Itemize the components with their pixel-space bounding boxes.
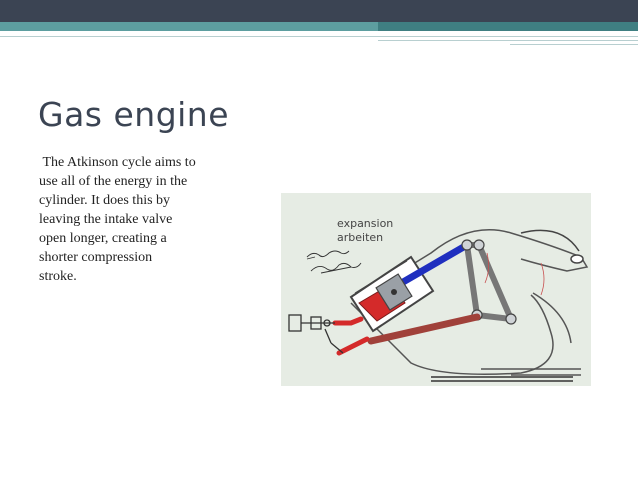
blue-rod: [387, 241, 471, 293]
crosshead-block: [375, 273, 413, 311]
valve-lever: [332, 316, 370, 356]
engine-base: [431, 376, 573, 382]
atkinson-engine-diagram: expansion arbeiten: [281, 193, 591, 386]
slide-title: Gas engine: [38, 95, 230, 134]
header-divider-line: [0, 36, 638, 37]
flame-marks: [484, 252, 545, 296]
slide-body-text: The Atkinson cycle aims to use all of th…: [39, 155, 196, 284]
header-accent-bar: [0, 22, 638, 31]
exhaust-pipe: [520, 229, 584, 264]
header-accent-segment: [378, 22, 638, 31]
header-divider-line: [378, 40, 638, 41]
linkage-arms: [464, 242, 514, 322]
brown-rod: [367, 313, 481, 345]
header-bar: [0, 0, 638, 22]
engine-housing: [350, 229, 589, 376]
header-divider-line: [510, 44, 638, 45]
diagram-label-arbeiten: arbeiten: [337, 231, 383, 244]
diagram-label-expansion: expansion: [337, 217, 393, 230]
intake-valve-mechanism: [288, 314, 344, 354]
signature-drawing: [306, 250, 362, 274]
